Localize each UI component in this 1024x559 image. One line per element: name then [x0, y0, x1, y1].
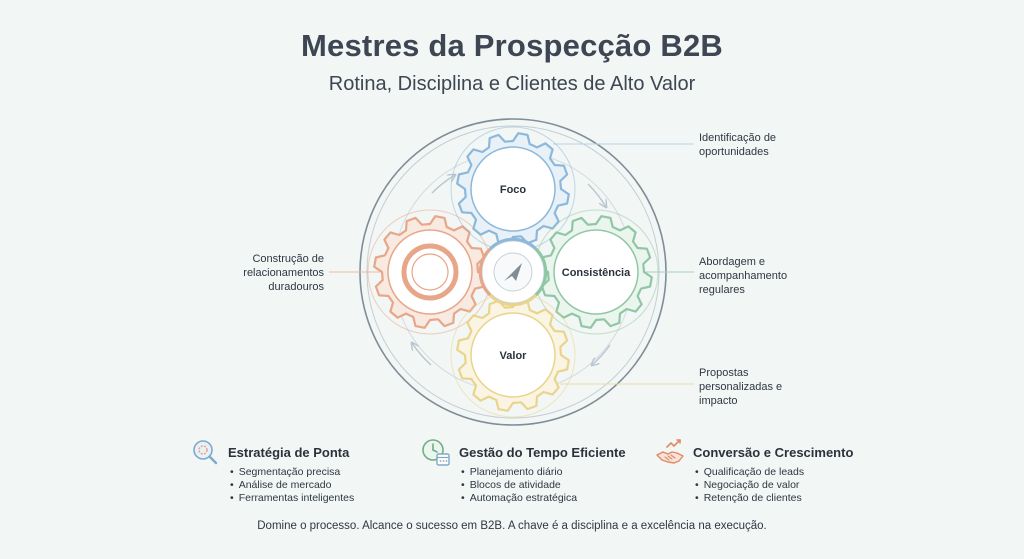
compass-needle-icon	[504, 263, 522, 281]
gear-label-valor: Valor	[500, 350, 528, 362]
list-item: Blocos de atividade	[461, 479, 661, 492]
cycle-arrow	[587, 183, 606, 207]
column-list: Qualificação de leads Negociação de valo…	[655, 466, 895, 505]
callout-propostas: Propostas personalizadas e impacto	[699, 367, 783, 407]
page-subtitle: Rotina, Disciplina e Clientes de Alto Va…	[328, 73, 696, 95]
gear-foco	[450, 126, 576, 252]
list-item: Planejamento diário	[461, 466, 661, 479]
gear-inner	[470, 146, 556, 232]
center-hub-arc-green	[534, 247, 548, 297]
cycle-arrow	[592, 344, 611, 365]
cycle-arrow	[412, 343, 432, 366]
column-title: Conversão e Crescimento	[693, 445, 854, 460]
clock-calendar-icon	[422, 439, 450, 466]
list-item: Retenção de clientes	[695, 492, 895, 505]
center-hub-arc-orange	[478, 247, 492, 297]
gear-inner	[470, 312, 556, 398]
handshake-growth-icon	[656, 439, 684, 464]
column-conversao: Conversão e Crescimento Qualificação de …	[655, 439, 895, 505]
magnifier-gear-icon	[193, 440, 218, 465]
column-title: Gestão do Tempo Eficiente	[459, 445, 626, 460]
list-item: Automação estratégica	[461, 492, 661, 505]
center-hub-arc-blue	[488, 237, 538, 251]
gear-consistencia	[533, 209, 659, 335]
gear-relacionamentos	[367, 209, 493, 335]
column-estrategia: Estratégia de Ponta Segmentação precisa …	[190, 440, 430, 505]
callout-abordagem: Abordagem e acompanhamento regulares	[699, 256, 788, 296]
gear-ring-inner	[411, 253, 449, 291]
column-title: Estratégia de Ponta	[228, 445, 350, 460]
gear-inner	[387, 229, 473, 315]
column-gestao-tempo: Gestão do Tempo Eficiente Planejamento d…	[421, 439, 661, 505]
footer-text: Domine o processo. Alcance o sucesso em …	[257, 520, 767, 532]
column-list: Segmentação precisa Análise de mercado F…	[190, 466, 430, 505]
column-list: Planejamento diário Blocos de atividade …	[421, 466, 661, 505]
list-item: Negociação de valor	[695, 479, 895, 492]
gear-ring	[401, 243, 459, 301]
list-item: Ferramentas inteligentes	[230, 492, 430, 505]
callout-relacionamentos: Construção de relacionamentos duradouros	[243, 253, 324, 293]
page-title: Mestres da Prospecção B2B	[301, 28, 723, 63]
list-item: Qualificação de leads	[695, 466, 895, 479]
callout-identificacao: Identificação de oportunidades	[699, 132, 777, 158]
gear-valor	[450, 292, 576, 418]
cycle-arrow	[431, 175, 455, 194]
list-item: Segmentação precisa	[230, 466, 430, 479]
gear-label-foco: Foco	[500, 184, 527, 196]
gear-label-consistencia: Consistência	[562, 267, 631, 279]
list-item: Análise de mercado	[230, 479, 430, 492]
center-hub-arc-yellow	[488, 293, 538, 307]
gear-inner	[553, 229, 639, 315]
